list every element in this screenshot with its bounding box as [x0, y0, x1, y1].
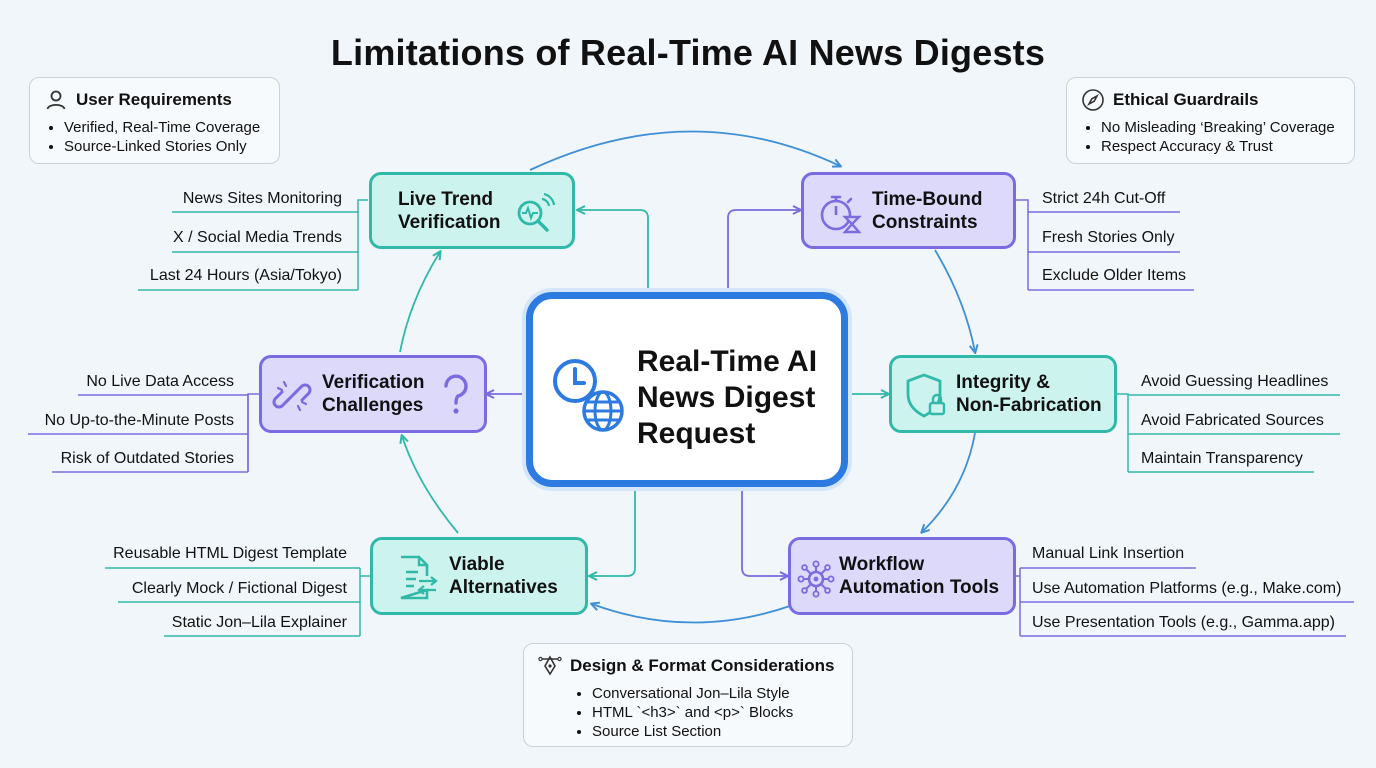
alternatives-line2: Alternatives	[449, 577, 558, 598]
question-mark-icon	[444, 374, 468, 414]
time-bound-leaf: Exclude Older Items	[1042, 267, 1187, 284]
design-format-heading: Design & Format Considerations	[570, 656, 835, 675]
live-trend-leaf: News Sites Monitoring	[182, 190, 342, 207]
verification-leaf: Risk of Outdated Stories	[60, 450, 234, 467]
workflow-line2: Automation Tools	[839, 577, 1000, 598]
central-title-line2: News Digest	[637, 381, 816, 414]
workflow-line1: Workflow	[839, 554, 925, 575]
alternatives-leaf: Static Jon–Lila Explainer	[171, 614, 347, 631]
pen-tool-icon	[538, 655, 562, 676]
page-title: Limitations of Real-Time AI News Digests	[330, 32, 1046, 73]
central-title-line1: Real-Time AI	[637, 345, 818, 378]
verification-challenges-node: Verification Challenges	[259, 355, 487, 433]
requirement-item: Source-Linked Stories Only	[64, 137, 265, 156]
guardrail-item: No Misleading ‘Breaking’ Coverage	[1101, 118, 1340, 137]
broken-link-icon	[272, 380, 312, 412]
network-gear-icon	[797, 560, 835, 598]
workflow-automation-tools-node: Workflow Automation Tools	[788, 537, 1016, 615]
shield-lock-icon	[906, 373, 946, 418]
design-item: Source List Section	[592, 722, 838, 741]
live-trend-line2: Verification	[398, 211, 501, 233]
verification-leaf: No Up-to-the-Minute Posts	[44, 412, 234, 429]
integrity-line2: Non-Fabrication	[956, 395, 1102, 416]
globe-icon	[582, 390, 624, 432]
guardrail-item: Respect Accuracy & Trust	[1101, 137, 1340, 156]
alternatives-leaf: Reusable HTML Digest Template	[113, 545, 347, 562]
live-trend-verification-node: Live Trend Verification	[369, 172, 575, 249]
live-trend-line1: Live Trend	[398, 188, 494, 210]
workflow-leaf: Use Automation Platforms (e.g., Make.com…	[1032, 580, 1342, 597]
ethical-guardrails-heading: Ethical Guardrails	[1113, 90, 1259, 109]
live-trend-leaf: Last 24 Hours (Asia/Tokyo)	[149, 267, 342, 284]
workflow-leaf: Manual Link Insertion	[1032, 545, 1185, 562]
verification-line1: Verification	[322, 372, 425, 393]
ethical-guardrails-box: Ethical Guardrails No Misleading ‘Breaki…	[1066, 77, 1355, 164]
time-bound-leaf: Strict 24h Cut-Off	[1042, 190, 1166, 207]
user-requirements-heading: User Requirements	[76, 90, 232, 109]
time-bound-leaf: Fresh Stories Only	[1042, 229, 1175, 246]
verification-line2: Challenges	[322, 395, 424, 416]
integrity-leaf: Avoid Fabricated Sources	[1141, 412, 1324, 429]
design-format-box: Design & Format Considerations Conversat…	[523, 643, 853, 747]
stopwatch-hourglass-icon	[820, 195, 862, 234]
workflow-leaf: Use Presentation Tools (e.g., Gamma.app)	[1032, 614, 1335, 631]
design-item: HTML `<h3>` and <p>` Blocks	[592, 703, 838, 722]
viable-alternatives-node: Viable Alternatives	[370, 537, 588, 615]
alternatives-leaf: Clearly Mock / Fictional Digest	[131, 580, 347, 597]
compass-icon	[1082, 89, 1104, 111]
live-trend-leaf: X / Social Media Trends	[173, 229, 342, 246]
time-bound-constraints-node: Time-Bound Constraints	[801, 172, 1016, 249]
user-requirements-box: User Requirements Verified, Real-Time Co…	[29, 77, 280, 164]
document-arrows-icon	[400, 555, 438, 600]
integrity-leaf: Maintain Transparency	[1141, 450, 1303, 467]
clock-icon	[553, 359, 597, 403]
central-request-node: Real-Time AI News Digest Request	[526, 292, 848, 487]
integrity-line1: Integrity &	[956, 372, 1050, 393]
integrity-leaf: Avoid Guessing Headlines	[1141, 373, 1329, 390]
magnifier-pulse-icon	[517, 193, 556, 232]
verification-leaf: No Live Data Access	[86, 373, 234, 390]
alternatives-line1: Viable	[449, 554, 505, 575]
time-bound-line1: Time-Bound	[872, 188, 983, 210]
integrity-non-fabrication-node: Integrity & Non-Fabrication	[889, 355, 1117, 433]
time-bound-line2: Constraints	[872, 211, 978, 233]
person-icon	[46, 90, 66, 110]
requirement-item: Verified, Real-Time Coverage	[64, 118, 265, 137]
design-item: Conversational Jon–Lila Style	[592, 684, 838, 703]
central-title-line3: Request	[637, 417, 756, 450]
